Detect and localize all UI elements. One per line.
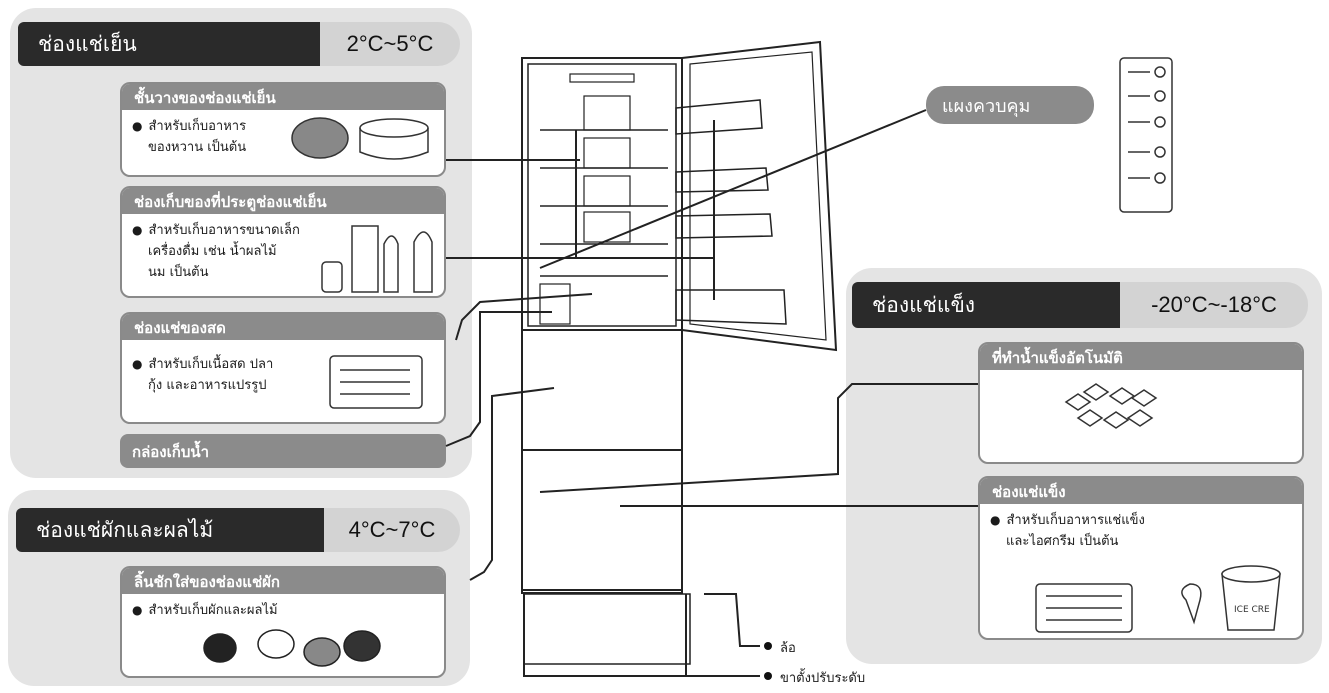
card-door-pockets: ช่องเก็บของที่ประตูช่องแช่เย็น สำหรับเก็… [120, 186, 446, 298]
card-door-pockets-desc-2: เครื่องดื่ม เช่น น้ำผลไม้ [148, 244, 277, 259]
icecream-tub-label: ICE CRE [1234, 605, 1270, 615]
freezer-title: ช่องแช่แข็ง [852, 282, 1120, 328]
card-freezer-compartment-desc-1: สำหรับเก็บอาหารแช่แข็ง [990, 510, 1292, 531]
card-chilled-room-desc-2: กุ้ง และอาหารแปรรูป [148, 378, 267, 393]
wheel-label: ล้อ [780, 641, 796, 656]
control-panel-illustration [1119, 57, 1173, 213]
freezer-temperature: -20°C~-18°C [1120, 282, 1308, 328]
control-panel-label: แผงควบคุม [926, 86, 1094, 124]
card-chilled-room-desc-1: สำหรับเก็บเนื้อสด ปลา [132, 354, 434, 375]
card-door-pockets-desc-1: สำหรับเก็บอาหารขนาดเล็ก [132, 220, 434, 241]
leveling-foot-bullet [764, 672, 772, 680]
ice-cubes-illustration [1064, 383, 1158, 429]
food-container-illustration [291, 117, 429, 160]
card-vegetable-drawer-title: ลิ้นชักใส่ของช่องแช่ผัก [122, 568, 444, 594]
card-freezer-compartment: ช่องแช่แข็ง สำหรับเก็บอาหารแช่แข็ง และไอ… [978, 476, 1304, 640]
vegetable-title: ช่องแช่ผักและผลไม้ [16, 508, 324, 552]
wheel-bullet [764, 642, 772, 650]
frozen-food-illustration [1035, 583, 1202, 633]
card-vegetable-drawer-desc: สำหรับเก็บผักและผลไม้ [132, 600, 434, 621]
card-shelves: ชั้นวางของช่องแช่เย็น สำหรับเก็บอาหาร ขอ… [120, 82, 446, 177]
card-door-pockets-desc-3: นม เป็นต้น [148, 265, 209, 280]
vegetable-title-bar: ช่องแช่ผักและผลไม้ 4°C~7°C [16, 508, 460, 552]
card-door-pockets-title: ช่องเก็บของที่ประตูช่องแช่เย็น [122, 188, 444, 214]
card-chilled-room-title: ช่องแช่ของสด [122, 314, 444, 340]
water-box-label: กล่องเก็บน้ำ [120, 434, 446, 468]
fridge-door [681, 40, 838, 352]
vegetable-temperature: 4°C~7°C [324, 508, 460, 552]
card-chilled-room: ช่องแช่ของสด สำหรับเก็บเนื้อสด ปลา กุ้ง … [120, 312, 446, 424]
card-freezer-compartment-title: ช่องแช่แข็ง [980, 478, 1302, 504]
leveling-foot-label: ขาตั้งปรับระดับ [780, 671, 866, 686]
refrigerator-title: ช่องแช่เย็น [18, 22, 320, 66]
meat-tray-illustration [329, 355, 423, 409]
card-icemaker-title: ที่ทำน้ำแข็งอัตโนมัติ [980, 344, 1302, 370]
refrigerator-temperature: 2°C~5°C [320, 22, 460, 66]
card-shelves-title: ชั้นวางของช่องแช่เย็น [122, 84, 444, 110]
vegetables-illustration [203, 629, 381, 667]
card-shelves-desc-2: ของหวาน เป็นต้น [148, 140, 247, 155]
card-shelves-desc-1: สำหรับเก็บอาหาร [132, 116, 434, 137]
refrigerator-title-bar: ช่องแช่เย็น 2°C~5°C [18, 22, 460, 66]
card-vegetable-drawer: ลิ้นชักใส่ของช่องแช่ผัก สำหรับเก็บผักและ… [120, 566, 446, 678]
icecream-tub-illustration [1221, 565, 1281, 631]
freezer-title-bar: ช่องแช่แข็ง -20°C~-18°C [852, 282, 1308, 328]
drinks-illustration [321, 225, 433, 293]
card-freezer-compartment-desc-2: และไอศกรีม เป็นต้น [1006, 534, 1119, 549]
